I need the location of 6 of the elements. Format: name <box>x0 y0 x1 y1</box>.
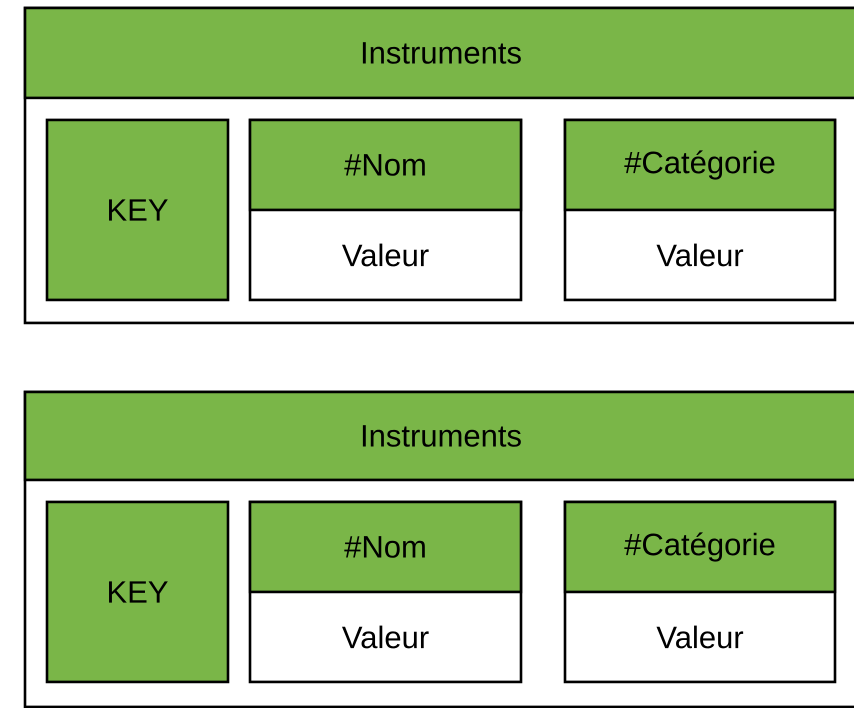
key-box: KEY <box>46 118 230 302</box>
column-box: #Nom Valeur <box>248 118 522 302</box>
column-box: #Catégorie Valeur <box>564 118 836 302</box>
column-box: #Nom Valeur <box>248 500 522 684</box>
column-box: #Catégorie Valeur <box>564 500 836 684</box>
key-box: KEY <box>46 500 230 684</box>
